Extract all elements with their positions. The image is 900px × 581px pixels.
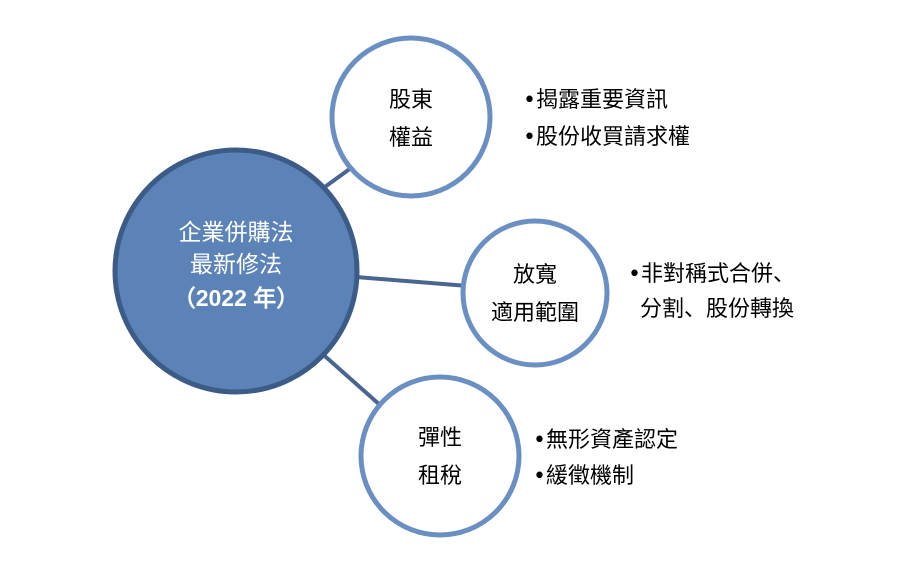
- node-scope-expansion: 放寬 適用範圍: [460, 218, 610, 368]
- node-label-line2: 適用範圍: [491, 301, 579, 326]
- bullet-item: •緩徵機制: [533, 464, 634, 489]
- node-label-line1: 彈性: [418, 426, 462, 451]
- center-node: 企業併購法 最新修法 （2022 年）: [112, 147, 360, 395]
- connector-tax-flexibility: [316, 348, 382, 407]
- center-circle: [112, 147, 360, 395]
- bullet-item: •股份收買請求權: [523, 125, 690, 150]
- bullets-tax-flexibility: •無形資產認定 •緩徵機制: [533, 428, 678, 489]
- center-title-line1: 企業併購法: [179, 220, 294, 246]
- bullet-item: •揭露重要資訊: [523, 88, 668, 113]
- node-tax-flexibility: 彈性 租稅: [358, 374, 522, 538]
- center-title-line2: 最新修法: [190, 252, 282, 278]
- bullet-item: •非對稱式合併、: [628, 262, 795, 287]
- node-shareholder-rights: 股東 權益: [329, 35, 493, 199]
- bullet-item-continuation: 分割、股份轉換: [640, 297, 794, 322]
- node-circle: [358, 374, 522, 538]
- connector-scope-expansion: [354, 275, 470, 288]
- node-circle: [460, 218, 610, 368]
- center-title-year: （2022 年）: [173, 285, 300, 311]
- bullet-item: •無形資產認定: [533, 428, 678, 453]
- node-label-line1: 股東: [389, 88, 433, 113]
- bullets-shareholder-rights: •揭露重要資訊 •股份收買請求權: [523, 88, 690, 150]
- node-label-line1: 放寬: [513, 263, 557, 288]
- node-label-line2: 租稅: [418, 464, 462, 489]
- node-label-line2: 權益: [389, 126, 433, 151]
- node-circle: [329, 35, 493, 199]
- bullets-scope-expansion: •非對稱式合併、 分割、股份轉換: [628, 262, 795, 322]
